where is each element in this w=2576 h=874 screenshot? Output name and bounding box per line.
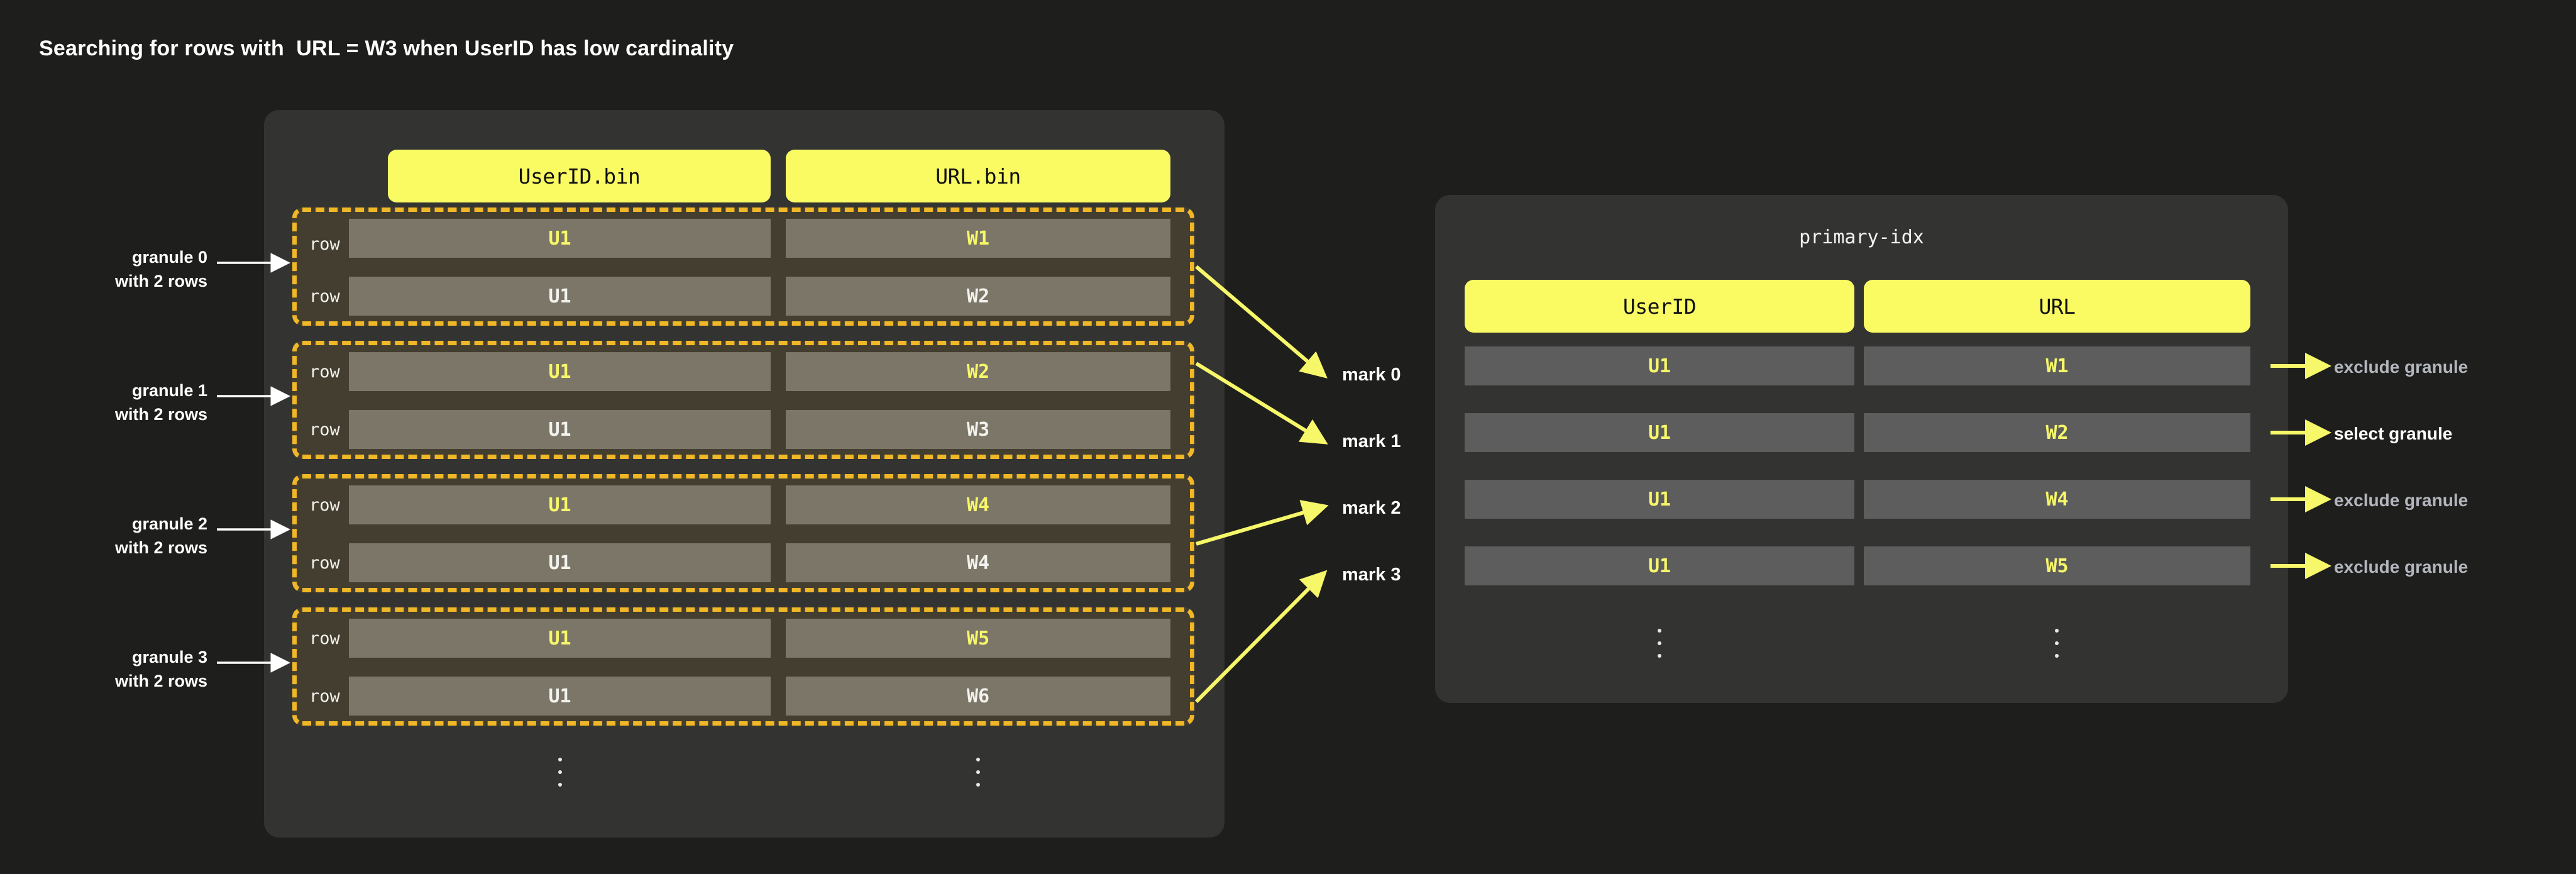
- column-header-label: UserID.bin: [518, 163, 641, 189]
- granule-label-3: granule 3 with 2 rows: [44, 645, 207, 694]
- granule-label-1: granule 1 with 2 rows: [44, 379, 207, 427]
- granule-label-line2: with 2 rows: [114, 538, 207, 558]
- data-cell-url-2: W2: [786, 352, 1170, 391]
- index-cell-userid-1: U1: [1465, 413, 1854, 452]
- data-cell-userid-4: U1: [349, 485, 771, 524]
- data-cell-userid-5: U1: [349, 543, 771, 582]
- outcome-label-3: exclude granule: [2334, 557, 2469, 577]
- data-cell-url-4: W4: [786, 485, 1170, 524]
- column-header-userid-bin[interactable]: UserID.bin: [388, 150, 771, 202]
- granule-label-0: granule 0 with 2 rows: [44, 245, 207, 294]
- data-cell-userid-3: U1: [349, 410, 771, 449]
- mark-label-1: mark 1: [1342, 431, 1401, 451]
- index-cell-userid-2: U1: [1465, 480, 1854, 519]
- data-part-ellipsis-userid: [558, 758, 562, 787]
- data-cell-userid-1: U1: [349, 277, 771, 316]
- index-column-header-label: URL: [2039, 294, 2076, 319]
- data-cell-url-1: W2: [786, 277, 1170, 316]
- data-cell-url-0: W1: [786, 219, 1170, 258]
- page-title: Searching for rows with URL = W3 when Us…: [39, 36, 734, 60]
- granule-label-line1: granule 1: [131, 381, 207, 400]
- column-header-label: URL.bin: [935, 163, 1021, 189]
- outcome-label-1: select granule: [2334, 424, 2453, 443]
- data-cell-url-7: W6: [786, 677, 1170, 716]
- granule-label-line1: granule 3: [131, 648, 207, 667]
- index-cell-url-3: W5: [1864, 546, 2250, 585]
- data-part-ellipsis-url: [976, 758, 980, 787]
- granule-label-line2: with 2 rows: [114, 405, 207, 424]
- granule-label-line2: with 2 rows: [114, 272, 207, 291]
- index-cell-userid-3: U1: [1465, 546, 1854, 585]
- outcome-label-2: exclude granule: [2334, 490, 2469, 510]
- data-cell-userid-2: U1: [349, 352, 771, 391]
- index-cell-url-1: W2: [1864, 413, 2250, 452]
- index-cell-url-2: W4: [1864, 480, 2250, 519]
- index-cell-url-0: W1: [1864, 346, 2250, 385]
- granule-label-line1: granule 0: [131, 248, 207, 267]
- index-column-header-label: UserID: [1622, 294, 1697, 319]
- granule-label-line2: with 2 rows: [114, 672, 207, 691]
- outcome-label-0: exclude granule: [2334, 357, 2469, 377]
- index-ellipsis-url: [2055, 629, 2059, 658]
- data-cell-userid-7: U1: [349, 677, 771, 716]
- data-cell-url-6: W5: [786, 619, 1170, 658]
- granule-label-2: granule 2 with 2 rows: [44, 512, 207, 560]
- primary-index-title: primary-idx: [1799, 226, 1924, 248]
- index-ellipsis-userid: [1658, 629, 1661, 658]
- data-cell-url-3: W3: [786, 410, 1170, 449]
- mark-label-0: mark 0: [1342, 365, 1401, 385]
- column-header-url-bin[interactable]: URL.bin: [786, 150, 1170, 202]
- index-column-header-url[interactable]: URL: [1864, 280, 2250, 333]
- index-column-header-userid[interactable]: UserID: [1465, 280, 1854, 333]
- mark-label-3: mark 3: [1342, 565, 1401, 585]
- granule-label-line1: granule 2: [131, 514, 207, 533]
- index-cell-userid-0: U1: [1465, 346, 1854, 385]
- mark-label-2: mark 2: [1342, 498, 1401, 518]
- data-cell-userid-6: U1: [349, 619, 771, 658]
- data-cell-userid-0: U1: [349, 219, 771, 258]
- data-cell-url-5: W4: [786, 543, 1170, 582]
